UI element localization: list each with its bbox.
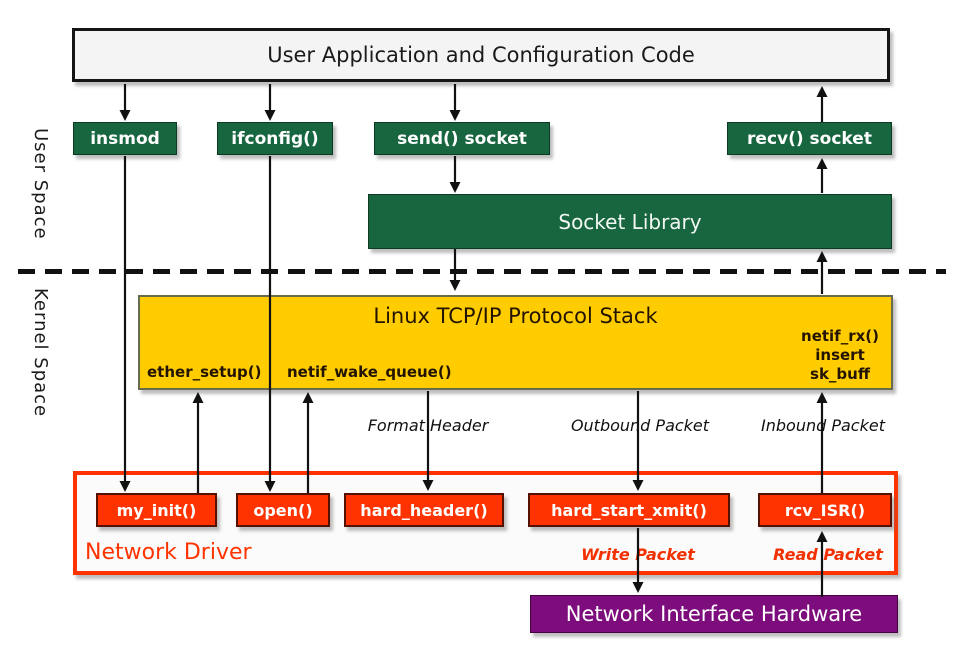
network-driver-title: Network Driver (85, 540, 252, 565)
read-packet-label: Read Packet (773, 545, 883, 564)
node-my-init: my_init() (96, 493, 217, 527)
arrow-insmod-to-my-init (119, 156, 131, 492)
arrow-app-to-send-socket (449, 84, 461, 121)
netif-rx-label: netif_rx() (801, 327, 879, 345)
socket-library-box: Socket Library (368, 194, 892, 249)
arrow-app-to-insmod (119, 84, 131, 121)
kernel-space-region-label: Kernel Space (30, 288, 51, 418)
node-insmod: insmod (73, 122, 177, 155)
format-header-label: Format Header (367, 416, 489, 435)
write-packet-label: Write Packet (581, 545, 695, 564)
ether-setup-label: ether_setup() (147, 363, 262, 381)
node-send-socket: send() socket (374, 122, 550, 155)
arrow-send-socket-to-socket-library (449, 156, 461, 193)
arrow-recv-to-app (816, 86, 828, 122)
netif-rx-label-block: netif_rx() insert sk_buff (801, 327, 879, 384)
node-open: open() (236, 493, 330, 527)
inbound-packet-label: Inbound Packet (761, 416, 885, 435)
node-ifconfig: ifconfig() (217, 122, 333, 155)
insert-label: insert (815, 346, 865, 364)
arrow-socket-library-to-recv (816, 158, 828, 193)
node-recv-socket: recv() socket (727, 122, 892, 155)
netif-wake-queue-label: netif_wake_queue() (287, 363, 452, 381)
node-hard-header: hard_header() (344, 493, 504, 527)
tcpip-stack-title: Linux TCP/IP Protocol Stack (373, 304, 658, 328)
node-hard-start-xmit: hard_start_xmit() (528, 493, 730, 527)
outbound-packet-label: Outbound Packet (570, 416, 710, 435)
node-rcv-isr: rcv_ISR() (758, 493, 892, 527)
sk-buff-label: sk_buff (810, 365, 870, 383)
user-kernel-divider-line (18, 269, 946, 274)
network-interface-hardware-box: Network Interface Hardware (530, 595, 898, 633)
arrow-app-to-ifconfig (264, 84, 276, 121)
user-application-box: User Application and Configuration Code (72, 28, 890, 82)
user-space-region-label: User Space (30, 128, 51, 240)
tcpip-stack-box: Linux TCP/IP Protocol Stack ether_setup(… (138, 295, 893, 390)
